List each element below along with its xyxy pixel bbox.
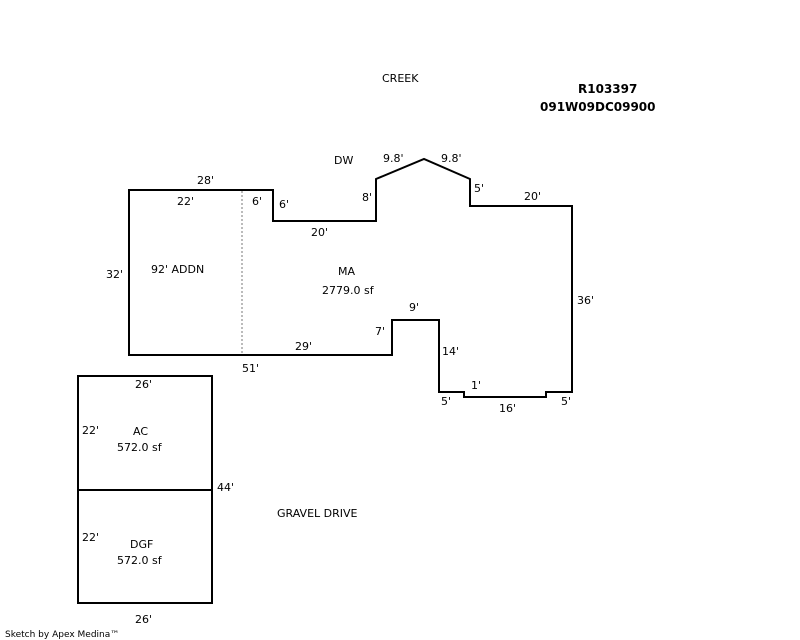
dim-label: 5' bbox=[474, 182, 484, 195]
dw-label: DW bbox=[334, 154, 353, 167]
gravel-drive-label: GRAVEL DRIVE bbox=[277, 507, 358, 520]
ma-name: MA bbox=[338, 265, 355, 278]
ac-name: AC bbox=[133, 425, 148, 438]
dim-label: 28' bbox=[197, 174, 214, 187]
sketch-credit: Sketch by Apex Medina™ bbox=[5, 630, 119, 640]
ac-area: 572.0 sf bbox=[117, 441, 163, 454]
dim-label: 9.8' bbox=[441, 152, 462, 165]
main-building-outline bbox=[128, 157, 573, 398]
addn-name: 92' ADDN bbox=[151, 263, 204, 276]
dim-label: 8' bbox=[362, 191, 372, 204]
dim-label: 32' bbox=[106, 268, 123, 281]
dim-label: 5' bbox=[441, 395, 451, 408]
dim-label: 22' bbox=[82, 531, 99, 544]
dim-label: 44' bbox=[217, 481, 234, 494]
dim-label: 29' bbox=[295, 340, 312, 353]
map-number: 091W09DC09900 bbox=[540, 100, 656, 114]
dim-label: 16' bbox=[499, 402, 516, 415]
dim-label: 26' bbox=[135, 613, 152, 626]
dgf-outline bbox=[77, 489, 213, 604]
dim-label: 9.8' bbox=[383, 152, 404, 165]
creek-label: CREEK bbox=[382, 72, 419, 85]
dim-label: 20' bbox=[311, 226, 328, 239]
dgf-area: 572.0 sf bbox=[117, 554, 163, 567]
dim-label: 51' bbox=[242, 362, 259, 375]
dimension-labels: 28' 22' 6' 6' 20' 8' 9.8' 9.8' 5' 20' 36… bbox=[82, 152, 594, 626]
parcel-id: R103397 bbox=[578, 82, 637, 96]
dim-label: 36' bbox=[577, 294, 594, 307]
dim-label: 14' bbox=[442, 345, 459, 358]
dim-label: 9' bbox=[409, 301, 419, 314]
dim-label: 7' bbox=[375, 325, 385, 338]
dgf-name: DGF bbox=[130, 538, 153, 551]
dim-label: 22' bbox=[82, 424, 99, 437]
dim-label: 20' bbox=[524, 190, 541, 203]
dim-label: 5' bbox=[561, 395, 571, 408]
dim-label: 6' bbox=[252, 195, 262, 208]
dim-label: 6' bbox=[279, 198, 289, 211]
dim-label: 26' bbox=[135, 378, 152, 391]
ma-area: 2779.0 sf bbox=[322, 284, 375, 297]
dim-label: 1' bbox=[471, 379, 481, 392]
dim-label: 22' bbox=[177, 195, 194, 208]
